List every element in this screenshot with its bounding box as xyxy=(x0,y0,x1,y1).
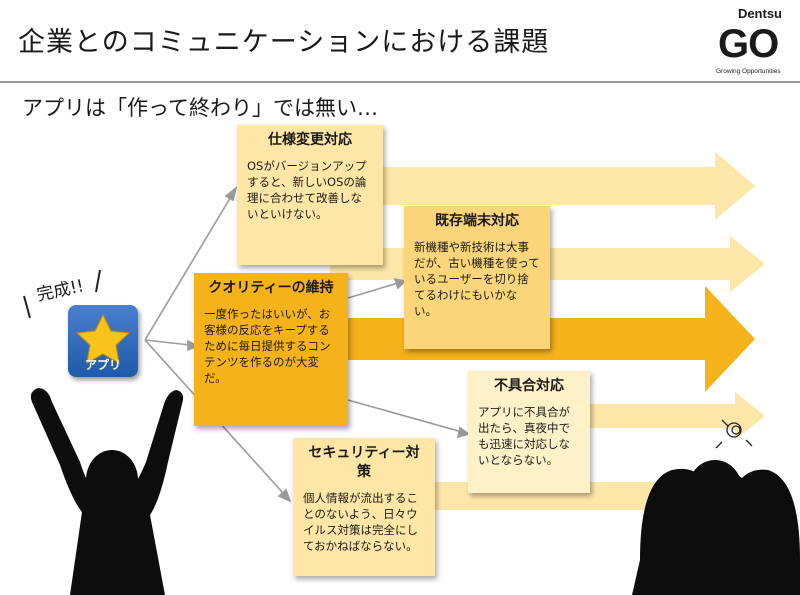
stressed-person-silhouette xyxy=(632,460,800,595)
logo-tagline: Growing Opportunities xyxy=(716,68,781,75)
issue-box-bugs: 不具合対応 アプリに不具合が出たら、真夜中でも迅速に対応しないとならない。 xyxy=(468,371,590,493)
celebrating-person-silhouette xyxy=(30,388,184,595)
stress-scribble-icon xyxy=(715,419,753,449)
issue-body: 個人情報が流出することのないよう、日々ウイルス対策は完全にしておかねばならない。 xyxy=(303,491,418,553)
issue-body: OSがバージョンアップすると、新しいOSの論理に合わせて改善しないといけない。 xyxy=(247,159,367,221)
subtitle: アプリは「作って終わり」では無い… xyxy=(22,96,378,120)
issue-title: 仕様変更対応 xyxy=(268,132,352,148)
issue-box-legacy-devices: 既存端末対応 新機種や新技術は大事だが、古い機種を使っているユーザーを切り捨てる… xyxy=(404,206,550,349)
issue-title: セキュリティー対策 xyxy=(308,445,420,480)
logo-brand: Dentsu xyxy=(737,6,782,21)
arrow-1 xyxy=(330,152,755,220)
arrow-4 xyxy=(560,392,765,440)
issue-title: 既存端末対応 xyxy=(435,213,519,229)
issue-body: アプリに不具合が出たら、真夜中でも迅速に対応しないとならない。 xyxy=(478,405,570,467)
issue-body: 一度作ったはいいが、お客様の反応をキープするために毎日提供するコンテンツを作るの… xyxy=(204,307,331,385)
header-divider xyxy=(0,81,800,83)
excitement-lines xyxy=(23,269,101,319)
dentsu-go-logo: Dentsu GO Growing Opportunities xyxy=(710,6,792,76)
issue-box-quality: クオリティーの維持 一度作ったはいいが、お客様の反応をキープするために毎日提供す… xyxy=(194,273,348,426)
page-title: 企業とのコミュニケーションにおける課題 xyxy=(18,27,550,58)
issue-title: クオリティーの維持 xyxy=(208,280,334,296)
app-icon: アプリ xyxy=(68,305,138,377)
issue-box-spec-change: 仕様変更対応 OSがバージョンアップすると、新しいOSの論理に合わせて改善しない… xyxy=(237,125,383,265)
logo-mark: GO xyxy=(718,22,779,66)
issue-title: 不具合対応 xyxy=(494,378,564,394)
app-icon-label: アプリ xyxy=(84,358,121,372)
star-icon xyxy=(75,313,131,364)
issue-box-security: セキュリティー対策 個人情報が流出することのないよう、日々ウイルス対策は完全にし… xyxy=(293,438,435,576)
issue-body: 新機種や新技術は大事だが、古い機種を使っているユーザーを切り捨てるわけにもいかな… xyxy=(414,240,540,318)
